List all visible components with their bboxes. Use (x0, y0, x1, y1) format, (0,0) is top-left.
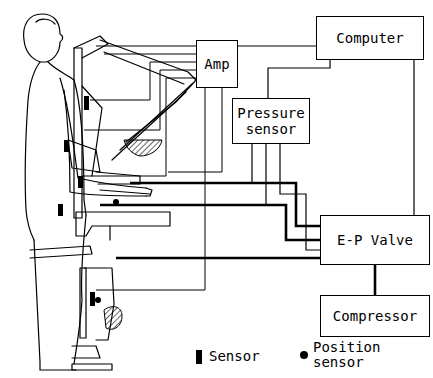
connector-line (374, 265, 377, 295)
legend-label: Position sensor (313, 340, 387, 371)
connector-line (280, 144, 320, 250)
legend-label: Sensor (209, 349, 289, 364)
connector-line (268, 60, 330, 98)
box-label: Compressor (333, 308, 417, 324)
box-label: Pressure sensor (237, 105, 305, 137)
connector-line (413, 60, 414, 215)
box-label: E-P Valve (337, 232, 413, 248)
position-sensor-swatch (300, 351, 308, 359)
box-label: Computer (336, 30, 403, 46)
box-label: Amp (204, 56, 229, 72)
component-box: Compressor (320, 295, 430, 337)
component-box: Amp (196, 40, 238, 88)
component-box: Pressure sensor (232, 98, 310, 144)
connector-line (238, 45, 316, 46)
component-box: E-P Valve (320, 215, 430, 265)
component-box: Computer (316, 16, 424, 60)
sensor-swatch (196, 350, 202, 364)
